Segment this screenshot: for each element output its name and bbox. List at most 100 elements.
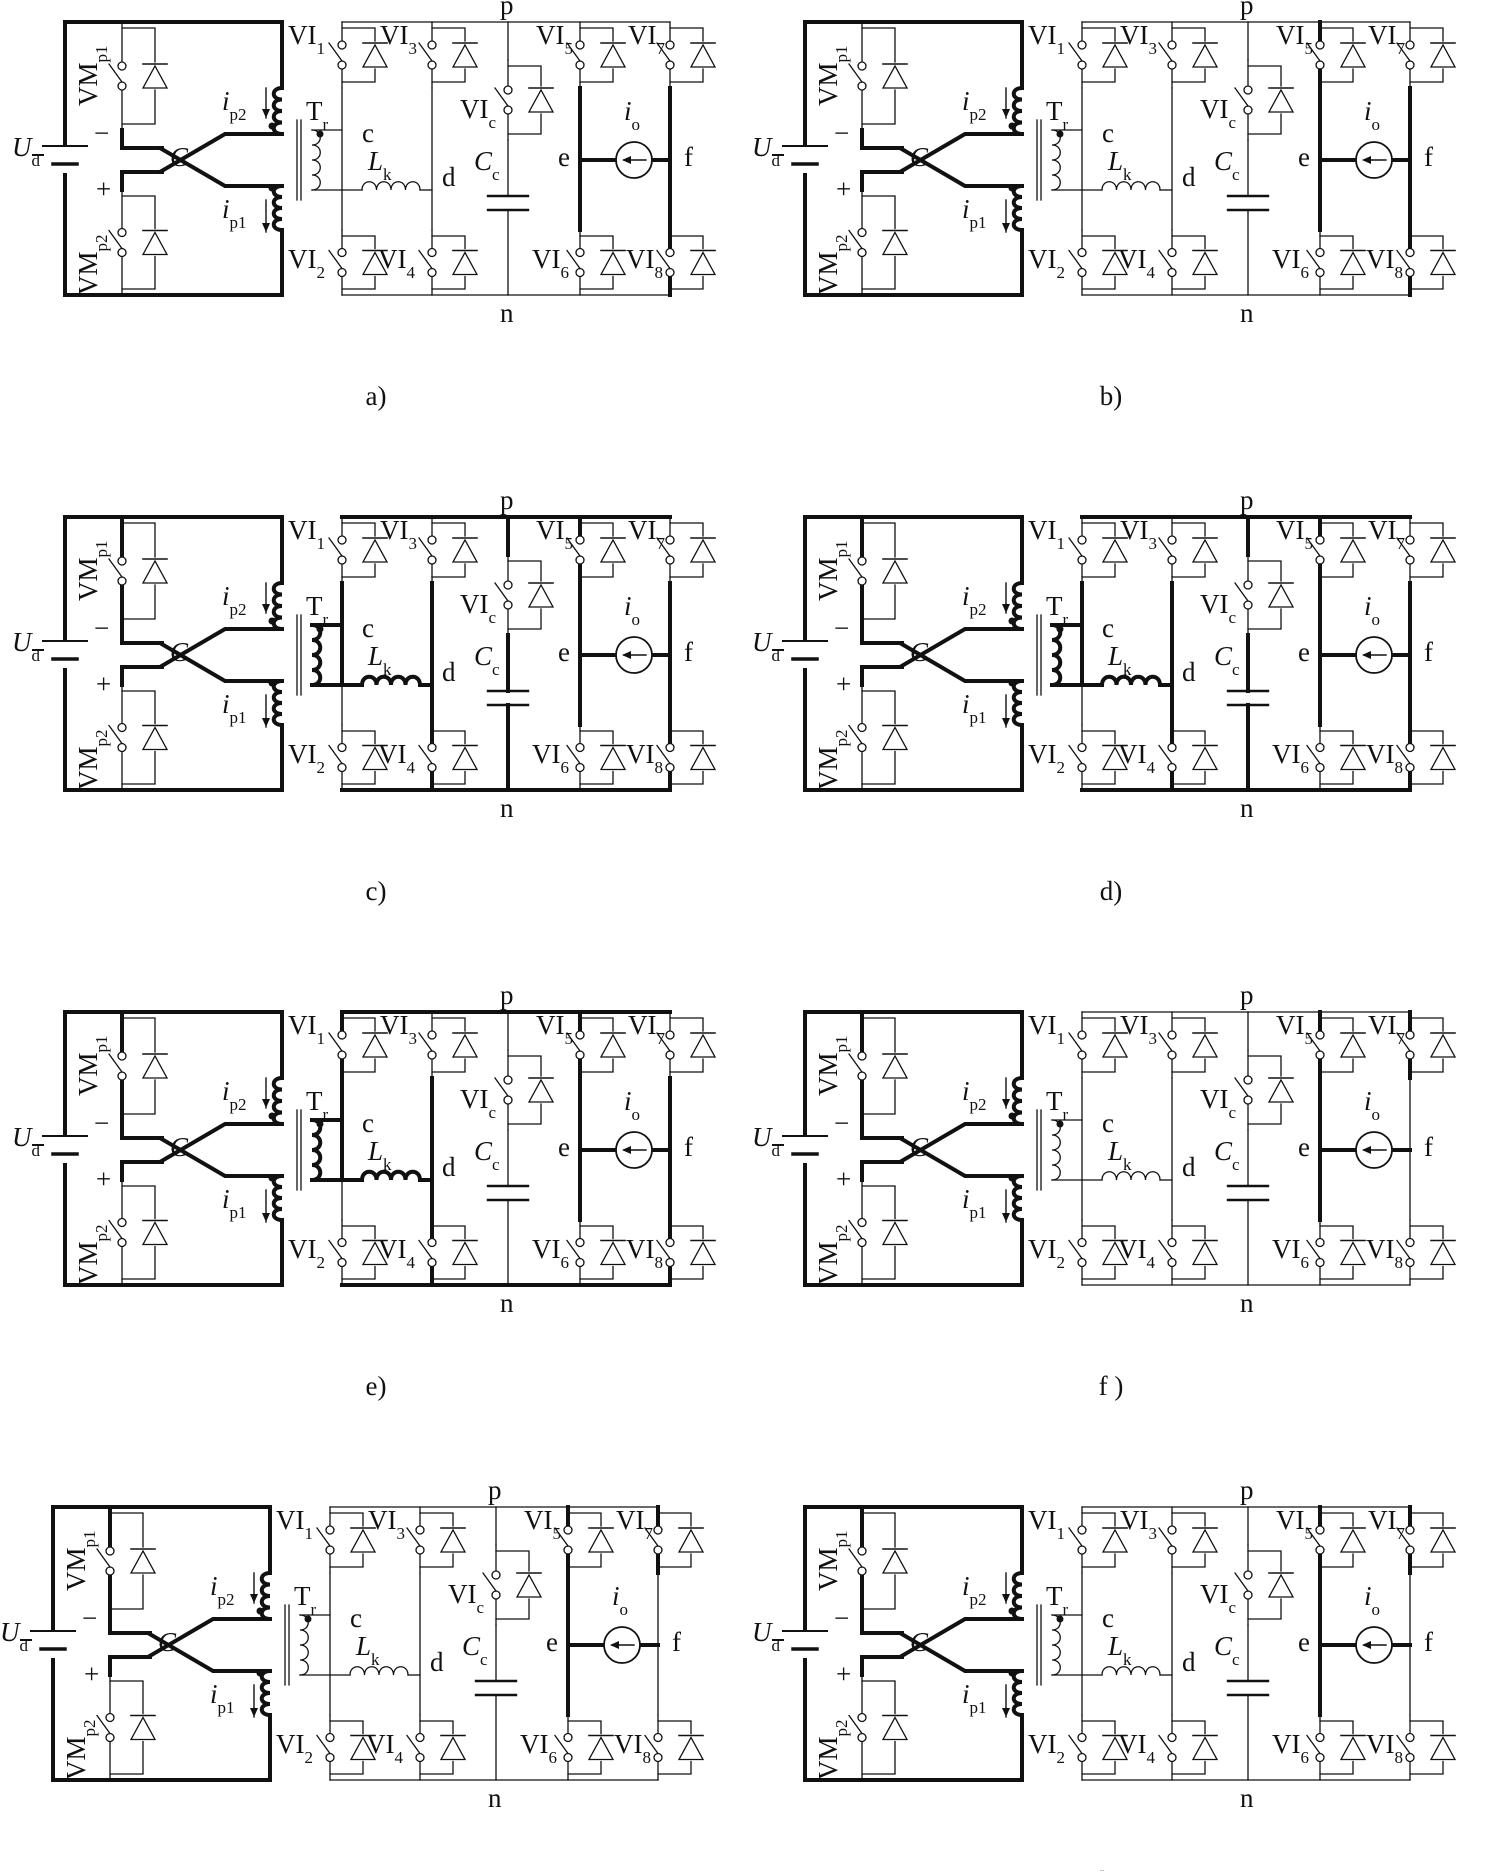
diode-wire bbox=[341, 1225, 376, 1240]
diode-icon bbox=[1267, 88, 1295, 113]
switch-contact bbox=[1077, 60, 1087, 70]
diode-icon bbox=[881, 1221, 909, 1246]
switch-contact bbox=[857, 722, 867, 733]
switch-contact bbox=[427, 267, 437, 278]
vi3-cell bbox=[406, 1506, 467, 1574]
switch-contact bbox=[1315, 40, 1325, 50]
arrow-head bbox=[262, 1213, 270, 1222]
e-node-label: e bbox=[558, 1132, 570, 1162]
diode-wire bbox=[1319, 1225, 1354, 1240]
vi2-label: VI2 bbox=[276, 1729, 313, 1767]
primary-coil-p1 bbox=[1011, 678, 1025, 728]
diode-wire bbox=[1319, 770, 1354, 785]
polarity-dot bbox=[316, 130, 324, 138]
switch-blade bbox=[1068, 1032, 1083, 1052]
diode-icon bbox=[1191, 1528, 1219, 1553]
switch-contact bbox=[117, 1071, 127, 1081]
switch-contact bbox=[857, 81, 867, 91]
vi3-cell bbox=[1158, 21, 1219, 89]
diode-wire bbox=[419, 1720, 454, 1735]
switch-contact bbox=[665, 60, 675, 70]
diode-wire bbox=[861, 522, 896, 558]
polarity-dot bbox=[316, 1120, 324, 1128]
diode-icon bbox=[439, 1528, 467, 1553]
diode-wire bbox=[1171, 1058, 1206, 1073]
diode-icon bbox=[1429, 43, 1457, 68]
secondary-coil bbox=[1051, 129, 1061, 191]
f-node-label: f bbox=[684, 142, 693, 172]
diode-wire bbox=[1247, 65, 1282, 87]
minus-label: − bbox=[82, 1603, 97, 1633]
diode-wire bbox=[1081, 235, 1116, 250]
vi8-cell bbox=[656, 228, 717, 297]
diode-wire bbox=[669, 1058, 704, 1073]
diode-wire bbox=[419, 1512, 454, 1527]
diode-wire bbox=[1247, 608, 1282, 630]
switch-blade bbox=[1396, 42, 1411, 62]
dc-source-wire bbox=[63, 515, 124, 642]
switch-contact bbox=[1167, 535, 1177, 545]
diode-icon bbox=[689, 1241, 717, 1266]
vi5-cell bbox=[566, 21, 627, 89]
diode-wire bbox=[1247, 1598, 1282, 1620]
vi4-cell bbox=[1158, 229, 1219, 296]
c-label: C bbox=[910, 637, 929, 667]
diode-wire bbox=[579, 27, 614, 42]
switch-contact bbox=[1405, 1525, 1415, 1535]
plus-label: + bbox=[836, 1164, 851, 1194]
switch-blade bbox=[554, 1734, 569, 1755]
diode-icon bbox=[129, 1716, 157, 1741]
diode-wire bbox=[121, 1017, 156, 1053]
switch-blade bbox=[1068, 1239, 1083, 1260]
switch-contact bbox=[653, 1525, 663, 1535]
d-node-label: d bbox=[1182, 657, 1196, 687]
lk-coil bbox=[1099, 674, 1163, 688]
c-label: C bbox=[158, 1627, 177, 1657]
vi8-label: VI8 bbox=[1366, 1729, 1403, 1767]
switch-contact bbox=[665, 1257, 675, 1268]
vic-cell bbox=[494, 59, 555, 141]
diode-icon bbox=[587, 1736, 615, 1761]
switch-contact bbox=[857, 1217, 867, 1228]
switch-blade bbox=[108, 1219, 123, 1240]
switch-contact bbox=[503, 600, 513, 610]
switch-contact bbox=[427, 60, 437, 70]
diode-icon bbox=[677, 1528, 705, 1553]
cc-label: Cc bbox=[1214, 641, 1240, 679]
switch-blade bbox=[418, 1032, 433, 1052]
vic-label: VIc bbox=[1200, 1579, 1237, 1617]
polarity-dot bbox=[1008, 1174, 1016, 1182]
vi1-cell bbox=[1068, 21, 1129, 89]
ip1-label: ip1 bbox=[962, 1679, 987, 1717]
p-label: p bbox=[500, 0, 514, 20]
diode-icon bbox=[1429, 1033, 1457, 1058]
diode-wire bbox=[341, 1058, 376, 1073]
switch-contact bbox=[575, 555, 585, 565]
switch-contact bbox=[1077, 1525, 1087, 1535]
switch-contact bbox=[337, 762, 347, 773]
switch-blade bbox=[1068, 1734, 1083, 1755]
switch-contact bbox=[427, 535, 437, 545]
minus-label: − bbox=[834, 1108, 849, 1138]
diode-wire bbox=[657, 1553, 692, 1568]
switch-blade bbox=[656, 1239, 671, 1260]
diode-icon bbox=[141, 1054, 169, 1079]
diode-wire bbox=[1171, 68, 1206, 83]
vi3-cell bbox=[1158, 1011, 1219, 1079]
vi6-cell bbox=[566, 1219, 627, 1286]
diode-icon bbox=[451, 251, 479, 276]
e-node-label: e bbox=[558, 637, 570, 667]
io-label: io bbox=[612, 1581, 628, 1619]
vmp2-cell bbox=[848, 684, 909, 791]
vi6-label: VI6 bbox=[1272, 244, 1309, 282]
diode-wire bbox=[657, 1720, 692, 1735]
switch-blade bbox=[848, 1219, 863, 1240]
switch-contact bbox=[415, 1752, 425, 1763]
diode-icon bbox=[689, 43, 717, 68]
e-node-label: e bbox=[1298, 1627, 1310, 1657]
diode-wire bbox=[1409, 1225, 1444, 1240]
diode-wire bbox=[657, 1760, 692, 1775]
diode-wire bbox=[657, 1512, 692, 1527]
